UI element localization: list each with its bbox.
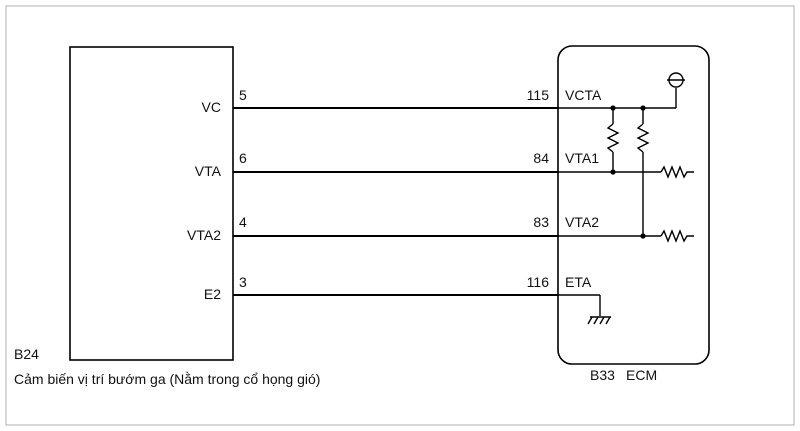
pullup-resistor-vta2 <box>636 123 650 153</box>
ecm-name: ECM <box>626 367 657 383</box>
junction-dot <box>610 169 616 175</box>
ecm-pin-number: 115 <box>527 87 550 103</box>
series-resistor-vta2 <box>660 229 694 243</box>
ecm-pin-label: VTA1 <box>565 150 599 166</box>
sensor-pin-number: 5 <box>239 87 247 103</box>
ecm-pin-label: ETA <box>565 274 592 290</box>
sensor-pin-label: VC <box>202 99 221 115</box>
sensor-description: Cảm biến vị trí bướm ga (Nằm trong cổ họ… <box>14 371 320 387</box>
ecm-box <box>557 45 710 365</box>
sensor-pin-label: VTA2 <box>187 227 221 243</box>
ecm-pin-number: 116 <box>527 274 550 290</box>
sensor-pin-label: E2 <box>204 286 221 302</box>
ecm-pin-number: 83 <box>533 214 549 230</box>
sensor-pin-number: 4 <box>239 214 247 230</box>
sensor-pin-number: 3 <box>239 274 247 290</box>
junction-dot <box>610 105 616 111</box>
ecm-pin-label: VTA2 <box>565 214 599 230</box>
sensor-pin-number: 6 <box>239 150 247 166</box>
ecm-code: B33 <box>590 367 615 383</box>
ground-icon <box>587 316 611 325</box>
ecm-pin-label: VCTA <box>565 87 602 103</box>
sensor-box <box>69 46 234 361</box>
ecm-pin-number: 84 <box>533 150 549 166</box>
pullup-resistor-vta1 <box>606 123 620 153</box>
junction-dot <box>640 105 646 111</box>
diagram-frame <box>5 5 795 426</box>
junction-dot <box>640 233 646 239</box>
sensor-pin-label: VTA <box>195 163 222 179</box>
series-resistor-vta1 <box>660 165 694 179</box>
sensor-code: B24 <box>14 346 39 362</box>
